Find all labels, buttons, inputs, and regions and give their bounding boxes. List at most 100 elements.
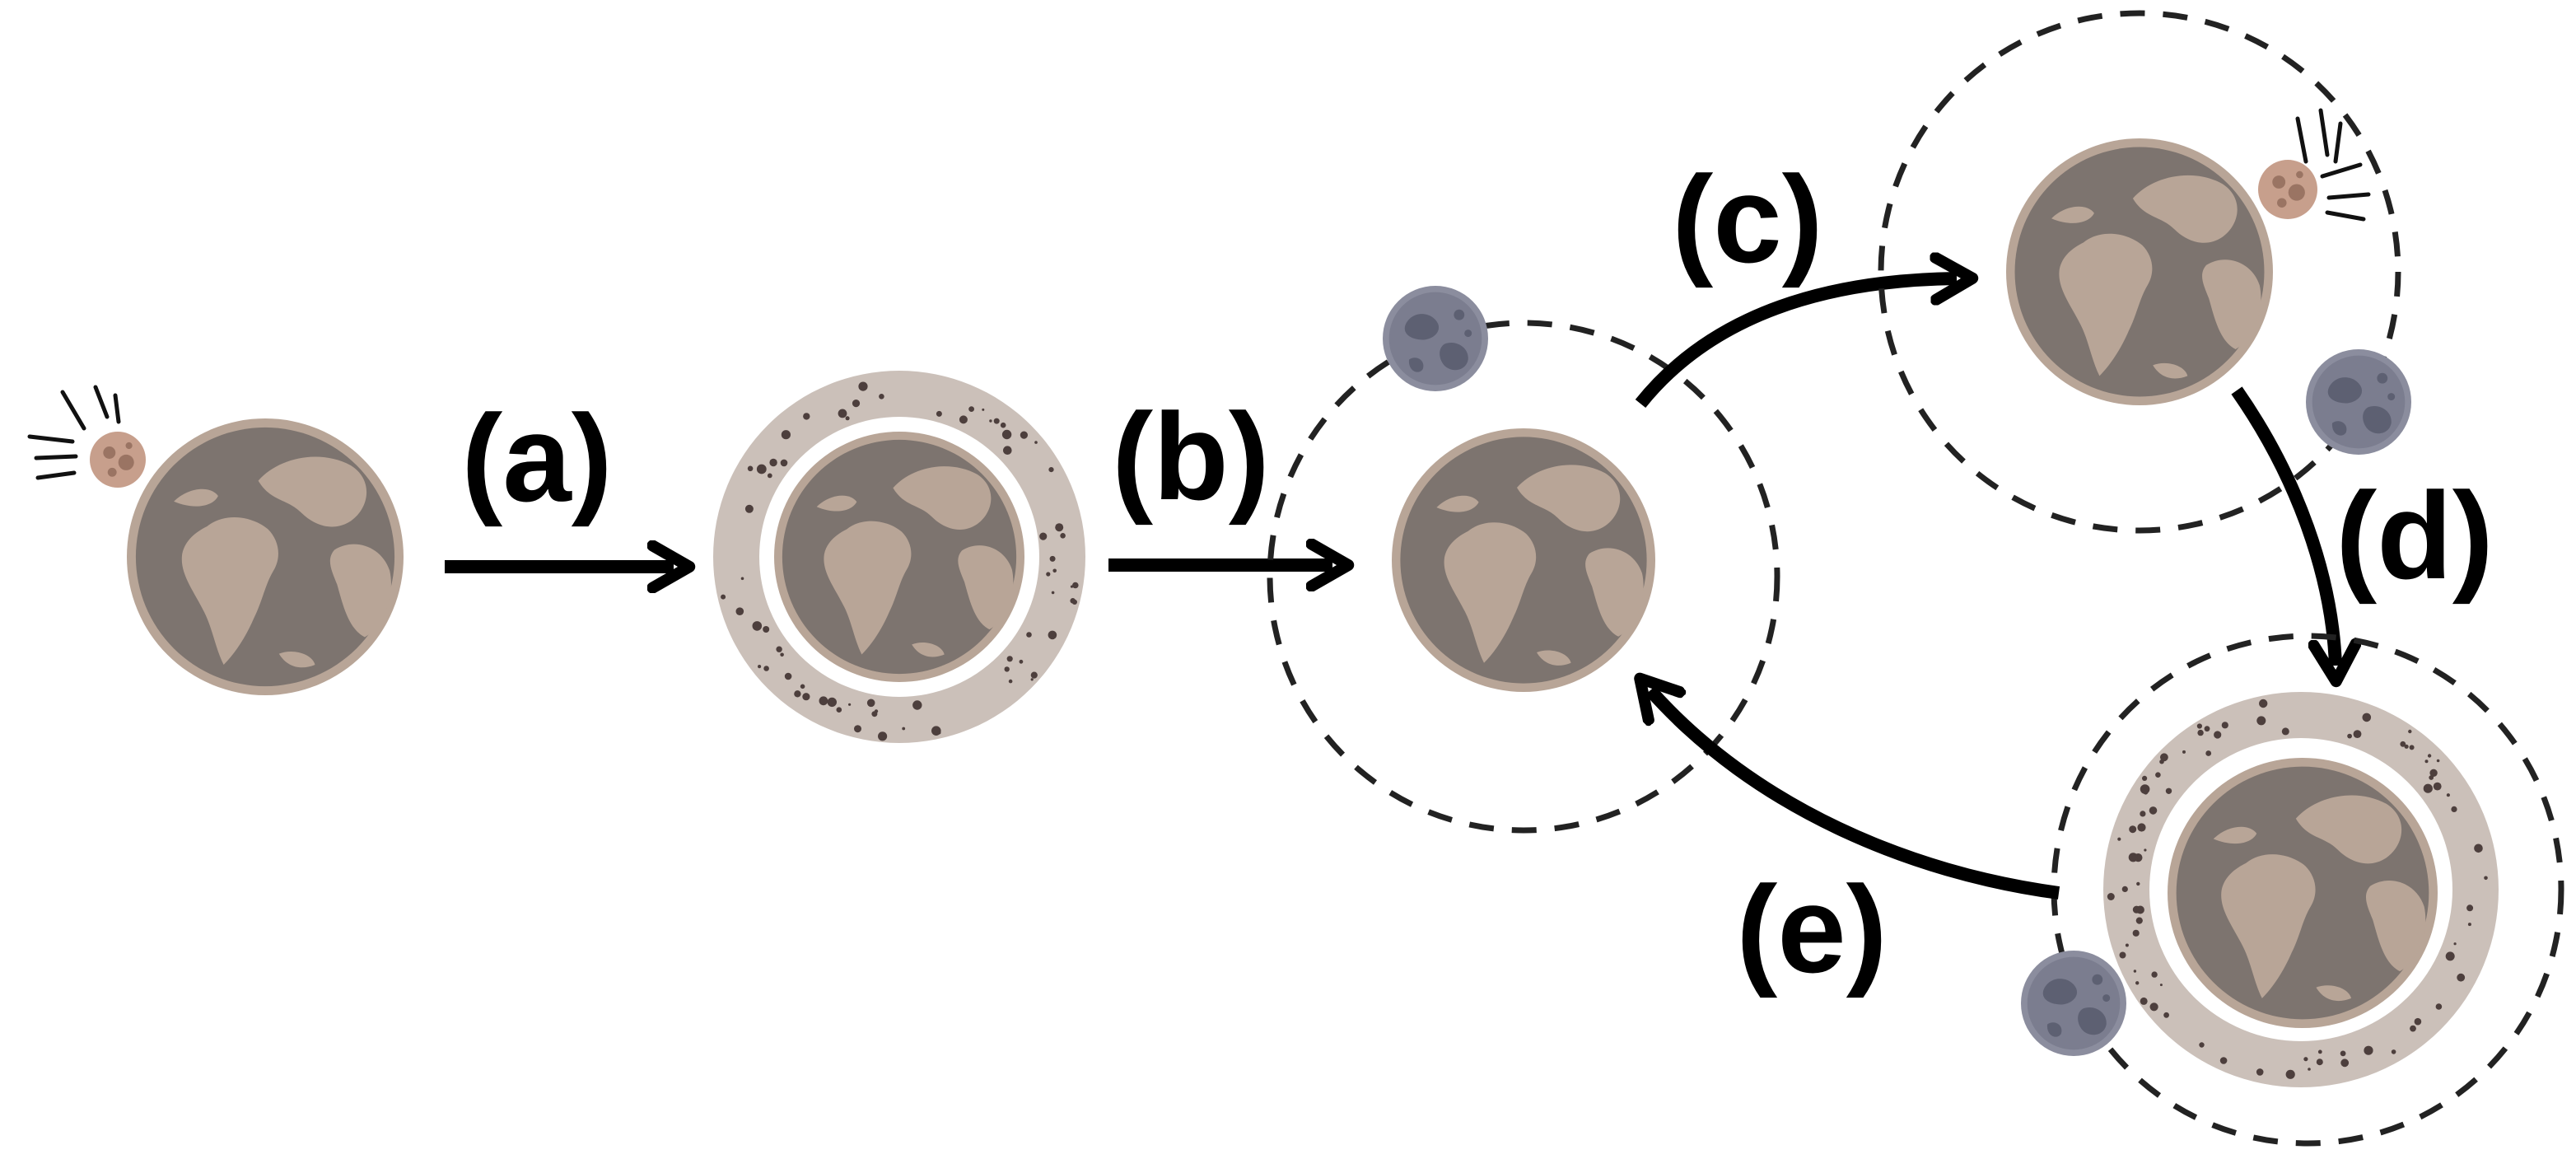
debris-speck — [2340, 1050, 2346, 1057]
debris-speck — [1030, 678, 1034, 681]
debris-speck — [800, 684, 805, 689]
debris-speck — [1072, 582, 1079, 589]
debris-speck — [2347, 733, 2353, 739]
debris-speck — [819, 696, 828, 706]
debris-speck — [763, 666, 769, 671]
label-d: (d) — [2336, 466, 2494, 605]
debris-speck — [780, 652, 784, 657]
debris-speck — [1004, 666, 1010, 672]
debris-speck — [752, 621, 763, 631]
debris-speck — [2410, 1025, 2416, 1032]
debris-speck — [2142, 775, 2148, 782]
debris-speck — [802, 693, 810, 701]
stage-impact — [27, 385, 404, 695]
debris-speck — [866, 699, 875, 708]
stage-debris-disk — [713, 371, 1085, 743]
debris-speck — [912, 700, 922, 710]
orbit-icon — [1267, 320, 1780, 834]
debris-speck — [2149, 1002, 2158, 1012]
debris-speck — [2144, 848, 2147, 852]
debris-speck — [2204, 726, 2210, 732]
debris-speck — [1030, 671, 1038, 679]
debris-speck — [2196, 723, 2202, 729]
debris-speck — [2308, 1068, 2311, 1071]
debris-speck — [2408, 729, 2412, 734]
debris-speck — [2155, 772, 2161, 778]
debris-speck — [780, 459, 788, 467]
debris-speck — [858, 381, 868, 391]
debris-speck — [2317, 1049, 2322, 1054]
debris-speck — [2391, 1049, 2396, 1054]
debris-speck — [2316, 1059, 2323, 1066]
debris-speck — [2197, 729, 2204, 736]
label-e: (e) — [1736, 860, 1887, 998]
label-a: (a) — [461, 389, 612, 527]
debris-speck — [848, 703, 852, 706]
planet-icon — [127, 418, 404, 695]
debris-speck — [993, 418, 1000, 424]
debris-speck — [2256, 716, 2266, 726]
debris-speck — [1026, 632, 1032, 638]
debris-speck — [763, 626, 770, 633]
arrow-icon — [1635, 278, 1957, 409]
arrow-icon — [1650, 690, 2060, 900]
debris-speck — [735, 607, 744, 615]
debris-speck — [2131, 855, 2137, 861]
debris-speck — [1060, 533, 1066, 539]
impactor-icon — [2258, 160, 2317, 219]
debris-speck — [2119, 951, 2126, 959]
debris-speck — [827, 697, 837, 708]
debris-speck — [2435, 1003, 2443, 1010]
debris-speck — [836, 707, 842, 713]
debris-speck — [2400, 741, 2406, 747]
debris-speck — [2457, 973, 2466, 982]
debris-speck — [1020, 431, 1028, 439]
debris-speck — [744, 504, 754, 513]
debris-speck — [2117, 837, 2121, 841]
debris-speck — [1001, 429, 1012, 440]
debris-speck — [2125, 943, 2129, 947]
debris-speck — [747, 465, 754, 472]
debris-speck — [874, 709, 879, 713]
debris-speck — [2303, 1057, 2308, 1062]
debris-speck — [2453, 942, 2457, 946]
debris-speck — [2484, 876, 2488, 881]
stage-new-debris-disk — [2021, 633, 2564, 1147]
debris-speck — [2199, 1042, 2205, 1048]
moon-icon — [2021, 951, 2126, 1056]
debris-speck — [2182, 750, 2186, 754]
debris-speck — [989, 419, 992, 423]
debris-speck — [2424, 759, 2429, 764]
debris-speck — [2221, 722, 2228, 729]
debris-speck — [1051, 591, 1055, 595]
debris-speck — [2140, 997, 2148, 1005]
stage-moon-orbit — [1267, 286, 1780, 834]
debris-speck — [2466, 904, 2474, 912]
debris-speck — [982, 408, 985, 411]
debris-speck — [2129, 825, 2137, 834]
debris-speck — [758, 665, 762, 669]
debris-speck — [2409, 745, 2415, 750]
debris-speck — [838, 409, 847, 418]
debris-speck — [879, 394, 884, 400]
debris-speck — [776, 646, 782, 652]
impactor-icon — [90, 432, 146, 488]
debris-speck — [2149, 806, 2158, 815]
debris-speck — [2135, 917, 2143, 924]
debris-speck — [2364, 1045, 2373, 1055]
debris-speck — [803, 413, 810, 420]
debris-speck — [2219, 1057, 2228, 1064]
debris-speck — [2256, 1068, 2264, 1076]
debris-speck — [784, 672, 792, 680]
debris-speck — [2362, 713, 2372, 722]
debris-speck — [936, 410, 942, 417]
debris-speck — [2414, 1017, 2422, 1026]
orbit-icon — [1878, 10, 2401, 534]
debris-speck — [2133, 970, 2137, 973]
debris-speck — [2159, 984, 2163, 987]
debris-speck — [2132, 929, 2140, 937]
debris-speck — [1019, 659, 1024, 664]
debris-speck — [1006, 656, 1013, 662]
